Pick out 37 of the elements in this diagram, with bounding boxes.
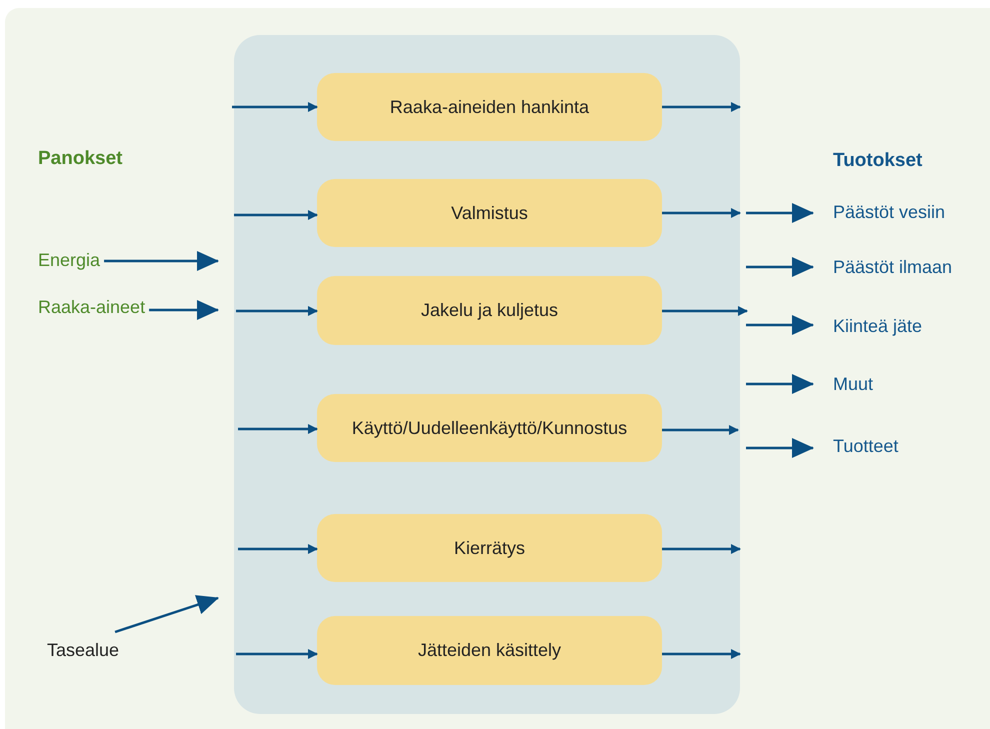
process-box: Raaka-aineiden hankinta	[317, 73, 662, 141]
arrow	[746, 203, 814, 223]
arrow	[234, 210, 318, 220]
input-label: Raaka-aineet	[38, 296, 146, 318]
input-label: Energia	[38, 249, 100, 271]
column-heading: Panokset	[38, 148, 122, 170]
output-label: Muut	[833, 373, 874, 395]
arrow	[662, 306, 748, 316]
arrow	[662, 208, 741, 218]
arrow	[104, 251, 219, 271]
arrow	[746, 315, 814, 335]
arrow	[662, 102, 741, 112]
boundary-label: Tasealue	[47, 639, 120, 661]
arrow	[238, 544, 318, 554]
arrow	[238, 424, 318, 434]
arrow	[232, 102, 318, 112]
output-label: Päästöt ilmaan	[833, 256, 952, 278]
process-box: Jätteiden käsittely	[317, 616, 662, 685]
arrow	[662, 425, 739, 435]
arrow	[236, 306, 318, 316]
process-box: Valmistus	[317, 179, 662, 247]
arrow	[662, 649, 741, 659]
arrow	[236, 649, 318, 659]
arrow	[746, 257, 814, 277]
output-label: Tuotteet	[833, 435, 898, 457]
process-box: Jakelu ja kuljetus	[317, 276, 662, 345]
system-boundary-area	[234, 35, 740, 714]
arrow	[149, 300, 219, 320]
arrow	[746, 374, 814, 394]
output-label: Kiinteä jäte	[833, 315, 922, 337]
arrow	[746, 438, 814, 458]
output-label: Päästöt vesiin	[833, 201, 946, 223]
column-heading: Tuotokset	[833, 150, 922, 172]
arrow	[114, 595, 219, 634]
process-box: Käyttö/Uudelleenkäyttö/Kunnostus	[317, 394, 662, 462]
arrow	[662, 544, 741, 554]
process-box: Kierrätys	[317, 514, 662, 582]
